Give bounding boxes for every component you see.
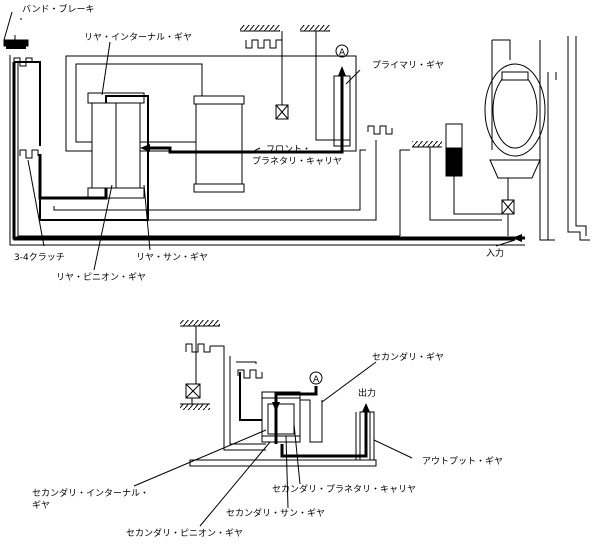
label-secondary-pinion-gear: セカンダリ・ピニオン・ギヤ xyxy=(126,527,243,539)
circle-a-top: A xyxy=(335,44,349,58)
label-rear-internal-gear: リヤ・インターナル・ギヤ xyxy=(84,32,192,43)
top-power-flow xyxy=(12,61,525,242)
label-band-brake: バンド・ブレーキ xyxy=(22,3,94,15)
label-secondary-planetary-carrier: セカンダリ・プラネタリ・キャリヤ xyxy=(272,483,416,495)
label-front-planetary-carrier-2: プラネタリ・キャリヤ xyxy=(252,156,342,167)
label-rear-pinion-gear: リヤ・ピニオン・ギヤ xyxy=(56,272,146,283)
top-friction-elements xyxy=(13,39,393,159)
circle-a-bottom: A xyxy=(309,371,323,385)
bottom-leader-lines xyxy=(133,361,413,527)
label-output-gear: アウトプット・ギヤ xyxy=(422,456,503,467)
label-output: 出力 xyxy=(358,387,376,399)
label-secondary-gear: セカンダリ・ギヤ xyxy=(372,351,444,363)
label-secondary-internal-gear-1: セカンダリ・インターナル・ xyxy=(32,487,149,499)
bottom-power-flow xyxy=(239,372,370,458)
torque-converter xyxy=(429,36,590,241)
label-rear-sun-gear: リヤ・サン・ギヤ xyxy=(136,252,208,263)
top-leader-lines xyxy=(20,18,516,271)
circle-a-top-label: A xyxy=(339,48,346,58)
band-brake xyxy=(3,11,29,49)
label-front-planetary-carrier-1: フロント・ xyxy=(266,145,311,155)
bottom-shafts xyxy=(189,326,377,467)
bottom-diagram: A セカンダリ・ギヤ 出力 アウトプット・ギヤ セカンダリ・インターナル・ ギヤ… xyxy=(32,320,503,539)
label-input: 入力 xyxy=(486,247,504,259)
top-shafts xyxy=(44,31,377,221)
bottom-friction-elements xyxy=(185,343,263,399)
label-secondary-internal-gear-2: ギヤ xyxy=(32,500,50,511)
label-primary-gear: プライマリ・ギヤ xyxy=(372,60,444,71)
circle-a-bottom-label: A xyxy=(313,375,320,385)
ground-hatch-bottom xyxy=(180,320,220,410)
top-diagram: A バンド・ブレーキ リヤ・インターナル・ギヤ プライマリ・ギヤ フロント・ プ… xyxy=(3,3,590,283)
label-clutch-34: 3-4クラッチ xyxy=(14,252,65,263)
ground-hatch-top xyxy=(240,25,442,148)
label-secondary-sun-gear: セカンダリ・サン・ギヤ xyxy=(226,507,325,519)
